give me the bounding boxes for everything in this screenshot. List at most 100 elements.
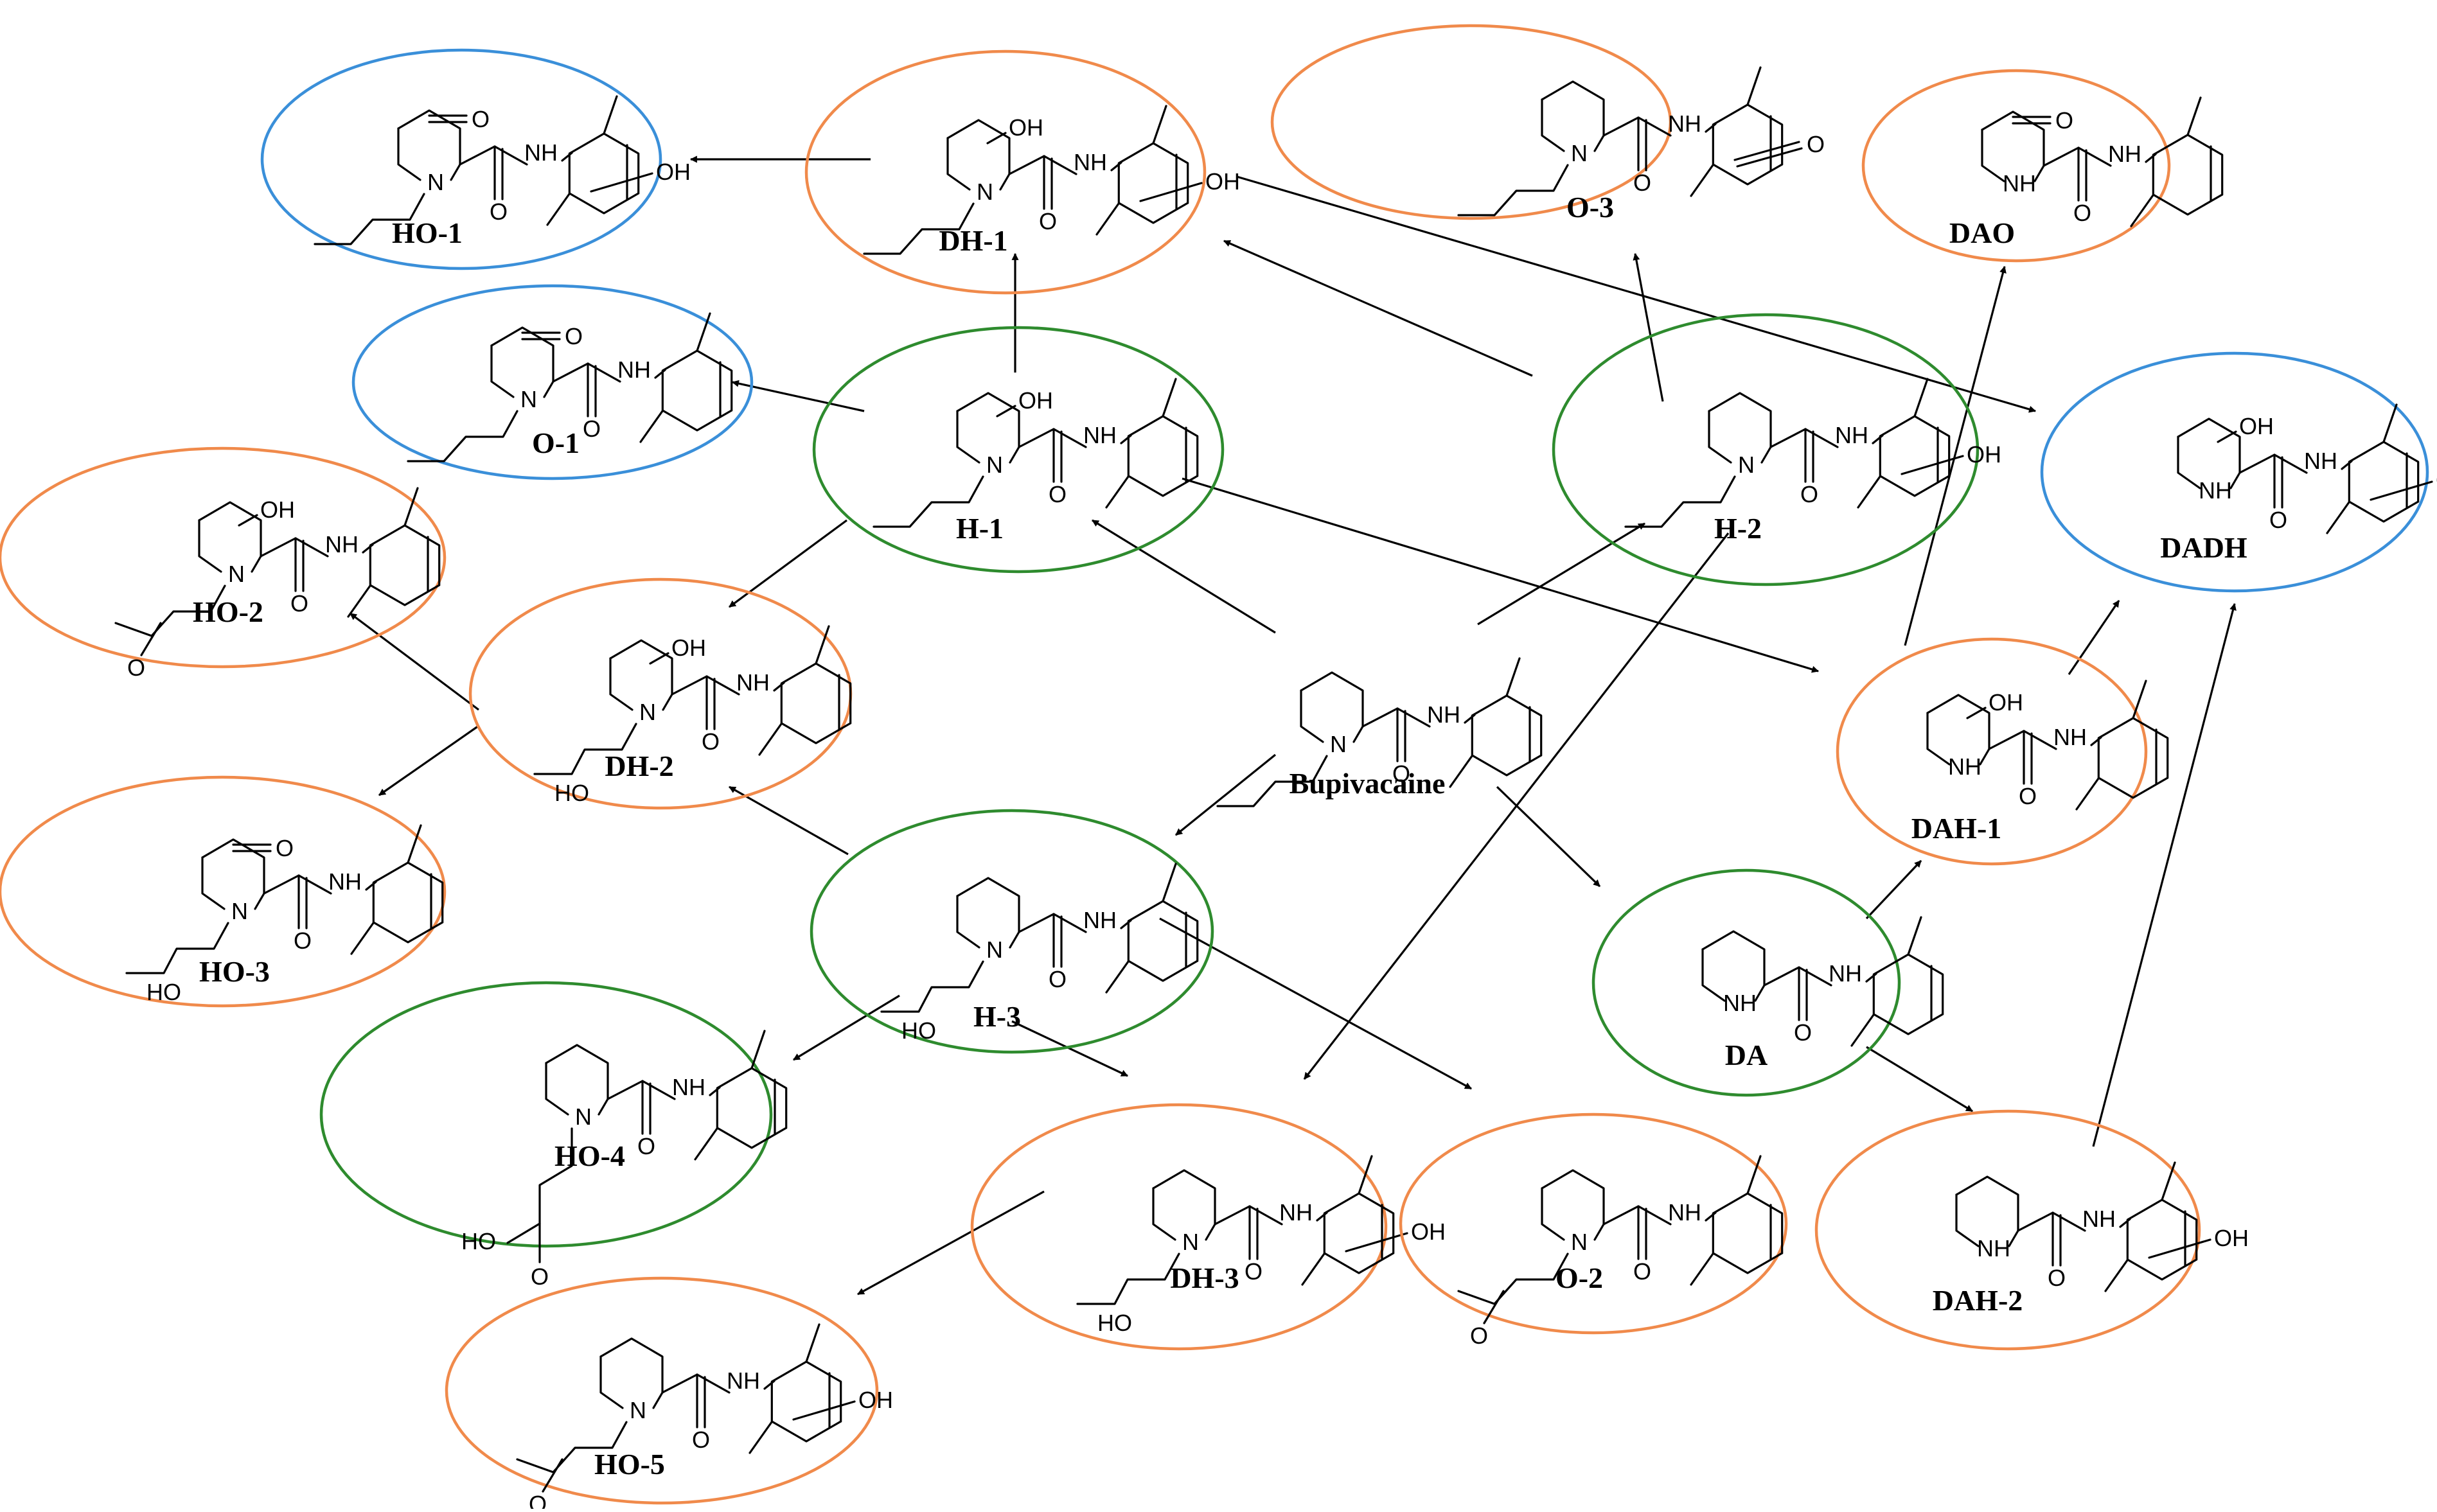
piperidine-ring bbox=[598, 1098, 609, 1116]
label-dh-1: DH-1 bbox=[939, 224, 1007, 257]
amide-bond bbox=[654, 369, 666, 379]
oxygen-label: O bbox=[2019, 783, 2037, 809]
amide-bond bbox=[459, 145, 528, 166]
oxygen-label: O bbox=[1392, 760, 1410, 787]
piperidine-ring bbox=[946, 137, 971, 191]
amide-bond bbox=[365, 881, 377, 891]
hydroxyl-label: OH bbox=[858, 1387, 893, 1413]
piperidine-ring bbox=[397, 127, 421, 181]
oxygen-label: O bbox=[692, 1427, 710, 1453]
ellipse-ho-4 bbox=[319, 981, 773, 1248]
butanoic-acid-chain bbox=[506, 1127, 573, 1244]
nitrogen-label: N bbox=[639, 699, 656, 725]
arrow-dh-2-to-ho-2 bbox=[350, 612, 479, 711]
arrows-layer bbox=[350, 155, 2237, 1296]
arrow-bupivacaine-to-h-3 bbox=[1174, 753, 1277, 836]
oxygen-label: O bbox=[472, 106, 490, 132]
hydroxyl-label: HO bbox=[146, 979, 181, 1005]
label-dah-2: DAH-2 bbox=[1933, 1284, 2023, 1317]
piperidine-ring bbox=[1205, 1223, 1216, 1241]
oxobutyl-chain bbox=[516, 1421, 628, 1473]
label-o-2: O-2 bbox=[1555, 1261, 1603, 1294]
methyl-bond bbox=[347, 585, 371, 618]
ellipse-h-2 bbox=[1552, 313, 1980, 586]
methyl-bond bbox=[2186, 96, 2202, 136]
oxygen-label: O bbox=[2048, 1265, 2066, 1291]
piperidine-ring bbox=[1955, 1193, 1980, 1247]
oxygen-label: O bbox=[290, 590, 308, 617]
ellipse-h-3 bbox=[810, 809, 1214, 1054]
amide-bond bbox=[2145, 153, 2157, 163]
label-bupivacaine: Bupivacaine bbox=[1289, 767, 1446, 800]
methyl-bond bbox=[1301, 1253, 1325, 1286]
methyl-bond bbox=[2130, 194, 2154, 227]
methyl-bond bbox=[758, 723, 783, 756]
hydroxybutyl-chain bbox=[880, 960, 984, 1013]
amide-bond bbox=[1988, 730, 2057, 750]
label-ho-2: HO-2 bbox=[193, 595, 263, 628]
piperidine-ring bbox=[1708, 392, 1772, 448]
nitrogen-label: N bbox=[630, 1397, 646, 1423]
amide-bond bbox=[1464, 714, 1476, 724]
piperidine-ring bbox=[198, 501, 262, 558]
oxygen-label: O bbox=[565, 323, 583, 349]
node-dadh: NHONHOHOHDADH bbox=[2040, 351, 2437, 593]
arrow-dah-1-to-dao bbox=[1904, 265, 2007, 646]
nodes-layer: NONHOOHHO-1NONHOHOHDH-1NONHOO-3NHONHODAO… bbox=[0, 24, 2437, 1512]
amide-bond bbox=[1018, 913, 1087, 933]
label-h-1: H-1 bbox=[956, 512, 1004, 545]
label-dao: DAO bbox=[1949, 216, 2015, 249]
label-dadh: DADH bbox=[2160, 531, 2247, 564]
nh-label: NH bbox=[1668, 110, 1701, 137]
amide-bond bbox=[263, 874, 332, 895]
amide-bond bbox=[1120, 919, 1132, 929]
amide-bond bbox=[2119, 1218, 2131, 1228]
methyl-bond bbox=[1505, 657, 1521, 697]
piperidine-ring bbox=[1541, 80, 1605, 137]
amide-bond bbox=[2017, 1211, 2086, 1232]
methyl-bond bbox=[2104, 1259, 2129, 1292]
piperidine-ring bbox=[2177, 435, 2201, 489]
piperidine-ring bbox=[956, 410, 980, 464]
methyl-bond bbox=[603, 95, 618, 135]
oxygen-label: O bbox=[1049, 966, 1067, 992]
amide-bond bbox=[362, 543, 374, 554]
ellipse-ho-1 bbox=[260, 48, 662, 270]
methyl-bond bbox=[1358, 1155, 1373, 1195]
arrow-h-1-to-dah-1 bbox=[1182, 477, 1820, 673]
piperidine-ring bbox=[490, 326, 554, 383]
piperidine-ring bbox=[609, 657, 634, 711]
amide-bond bbox=[1769, 428, 1839, 448]
hydroxyl-bond bbox=[1139, 182, 1203, 202]
hydroxyl-bond bbox=[792, 1400, 856, 1421]
oxygen-label: O bbox=[1800, 481, 1818, 507]
label-da: DA bbox=[1725, 1039, 1768, 1071]
piperidine-ring bbox=[1926, 694, 1990, 750]
hydroxyl-bond bbox=[649, 652, 669, 665]
ellipse-ho-5 bbox=[445, 1276, 879, 1505]
hydroxyl-bond bbox=[238, 514, 258, 527]
piperidine-ring bbox=[1009, 446, 1020, 464]
nh-label: NH bbox=[2199, 477, 2232, 504]
butyl-chain bbox=[314, 193, 425, 245]
butyl-chain bbox=[863, 202, 975, 255]
ellipse-o-2 bbox=[1399, 1112, 1788, 1335]
nh-label: NH bbox=[1829, 960, 1862, 987]
nh-label: NH bbox=[1723, 990, 1757, 1016]
carbonyl-bond bbox=[1736, 147, 1803, 168]
nitrogen-label: N bbox=[1330, 731, 1347, 757]
oxygen-label: O bbox=[583, 416, 601, 442]
piperidine-ring bbox=[198, 519, 222, 573]
methyl-bond bbox=[1857, 475, 1881, 509]
nh-label: NH bbox=[1427, 701, 1460, 728]
methyl-bond bbox=[546, 193, 571, 226]
hydroxyl-label: OH bbox=[2436, 467, 2437, 493]
